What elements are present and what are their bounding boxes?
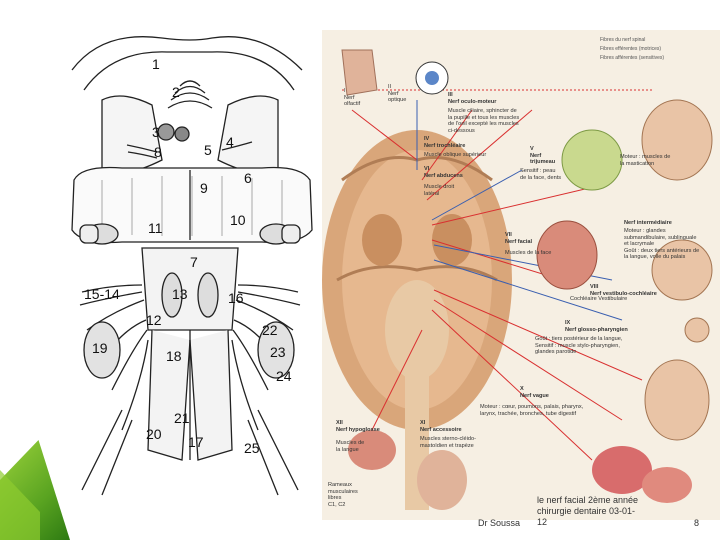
footer-course-line3: 12	[537, 517, 548, 527]
label-1: 1	[152, 56, 160, 72]
label-9: 9	[200, 180, 208, 196]
nerve-viii-label: VIII Nerf vestibulo-cochléaire	[590, 284, 657, 297]
label-5: 5	[204, 142, 212, 158]
label-3: 3	[152, 124, 160, 140]
label-22: 22	[262, 322, 278, 338]
label-16: 16	[228, 290, 244, 306]
nerve-ix-desc: Goût : tiers postérieur de la langue, Se…	[535, 336, 623, 355]
nerve-x-label: X Nerf vague	[520, 386, 549, 399]
fiber-legend: Fibres du nerf spinal Fibres efférentes …	[600, 36, 664, 63]
nerve-v-label: V Nerf trijumeau	[530, 146, 556, 165]
nerve-xi-desc: Muscles sterno-cléido- mastoïdien et tra…	[420, 436, 476, 449]
nerve-ii-label: II Nerf optique	[388, 84, 407, 103]
label-17: 17	[188, 434, 204, 450]
nerve-intermediaire-desc: Moteur : glandes submandibulaire, sublin…	[624, 228, 700, 260]
label-8: 8	[154, 144, 162, 160]
nerve-iv-label: IV Nerf trochléaire	[424, 136, 466, 149]
rameaux-label: Rameaux musculaires libres C1, C2	[328, 482, 358, 508]
nerve-vii-label: VII Nerf facial	[505, 232, 533, 245]
nerve-vi-desc: Muscle droit latéral	[424, 184, 455, 197]
label-2: 2	[172, 84, 180, 100]
label-20: 20	[146, 426, 162, 442]
label-23: 23	[270, 344, 286, 360]
label-10: 10	[230, 212, 246, 228]
label-25: 25	[244, 440, 260, 456]
label-4: 4	[226, 134, 234, 150]
label-19: 19	[92, 340, 108, 356]
legend-spinal: Fibres du nerf spinal	[600, 37, 646, 43]
label-7: 7	[190, 254, 198, 270]
label-15-14: 15-14	[84, 286, 120, 302]
nerve-iv-desc: Muscle oblique supérieur	[424, 152, 487, 158]
footer-course-line1: le nerf facial 2ème année	[537, 495, 639, 505]
nerve-v-motor: Moteur : muscles de la mastication	[620, 154, 671, 167]
brainstem-diagram	[71, 36, 313, 496]
label-13: 13	[172, 286, 188, 302]
nerve-x-desc: Moteur : cœur, poumons, palais, pharynx,…	[480, 404, 584, 417]
nerve-vii-desc: Muscles de la face	[505, 250, 552, 256]
nerve-i-label: I Nerf olfactif	[344, 88, 361, 107]
cranial-nerves-illustration	[322, 49, 713, 510]
footer-course-line2: chirurgie dentaire 03-01-	[537, 506, 636, 516]
nerve-xi-label: XI Nerf accessoire	[420, 420, 462, 433]
nerve-iii-desc: Muscle ciliaire, sphincter de la pupille…	[448, 108, 520, 134]
label-6: 6	[244, 170, 252, 186]
page-number: 8	[694, 518, 700, 528]
label-12: 12	[146, 312, 162, 328]
cranial-nerves-plate	[322, 30, 720, 520]
label-18: 18	[166, 348, 182, 364]
legend-efferent: Fibres efférentes (motrices)	[600, 46, 662, 52]
label-11: 11	[148, 220, 163, 236]
label-21: 21	[174, 410, 190, 426]
nerve-viii-desc: Cochléaire Vestibulaire	[570, 296, 628, 302]
nerve-xii-desc: Muscles de la langue	[336, 440, 365, 453]
nerve-intermediaire-label: Nerf intermédiaire	[624, 220, 672, 226]
nerve-vi-label: VI Nerf abducens	[424, 166, 463, 179]
nerve-xii-label: XII Nerf hypoglosse	[336, 420, 380, 433]
nerve-iii-label: III Nerf oculo-moteur	[448, 92, 497, 105]
footer-course: le nerf facial 2ème année chirurgie dent…	[537, 495, 677, 528]
legend-afferent: Fibres afférentes (sensitives)	[600, 55, 665, 61]
footer-author: Dr Soussa	[478, 518, 521, 528]
nerve-v-desc: Sensitif : peau de la face, dents	[520, 168, 562, 181]
label-24: 24	[276, 368, 292, 384]
nerve-ix-label: IX Nerf glosso-pharyngien	[565, 320, 628, 333]
